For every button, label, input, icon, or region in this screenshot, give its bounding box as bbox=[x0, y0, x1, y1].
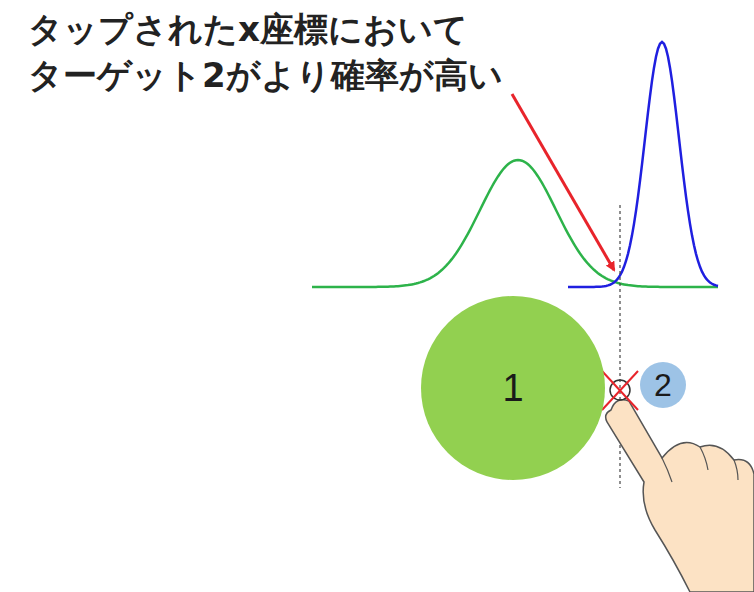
callout-arrow bbox=[512, 94, 614, 270]
tap-mark bbox=[602, 371, 638, 410]
hand bbox=[606, 400, 754, 592]
callout-note: タップされたx座標において ターゲット2がより確率が高い bbox=[28, 6, 588, 98]
target-number: 2 bbox=[640, 362, 686, 408]
target-number: 1 bbox=[421, 296, 605, 480]
probability-curve bbox=[312, 160, 718, 287]
probability-curve bbox=[568, 42, 718, 287]
target-circle: 1 bbox=[421, 296, 605, 480]
tap-x-line bbox=[619, 205, 620, 488]
target-circle: 2 bbox=[640, 362, 686, 408]
